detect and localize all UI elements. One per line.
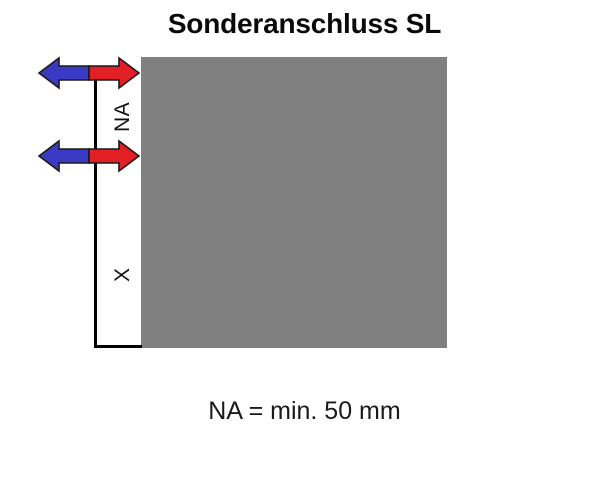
wall-panel	[141, 57, 447, 348]
arrow-right-red-top	[88, 56, 141, 90]
dimension-arrow-top	[37, 54, 141, 92]
dimension-arrow-bottom	[37, 137, 141, 175]
vertical-dimension-line	[94, 70, 97, 348]
arrow-left-blue-top	[37, 56, 90, 90]
caption-note: NA = min. 50 mm	[208, 397, 401, 425]
arrow-left-blue-bottom	[37, 139, 90, 173]
dimension-label-x: X	[111, 267, 134, 282]
baseline-extension-line	[94, 345, 142, 348]
arrow-right-red-bottom	[88, 139, 141, 173]
dimension-label-na: NA	[111, 101, 134, 132]
page-title: Sonderanschluss SL	[167, 8, 442, 39]
